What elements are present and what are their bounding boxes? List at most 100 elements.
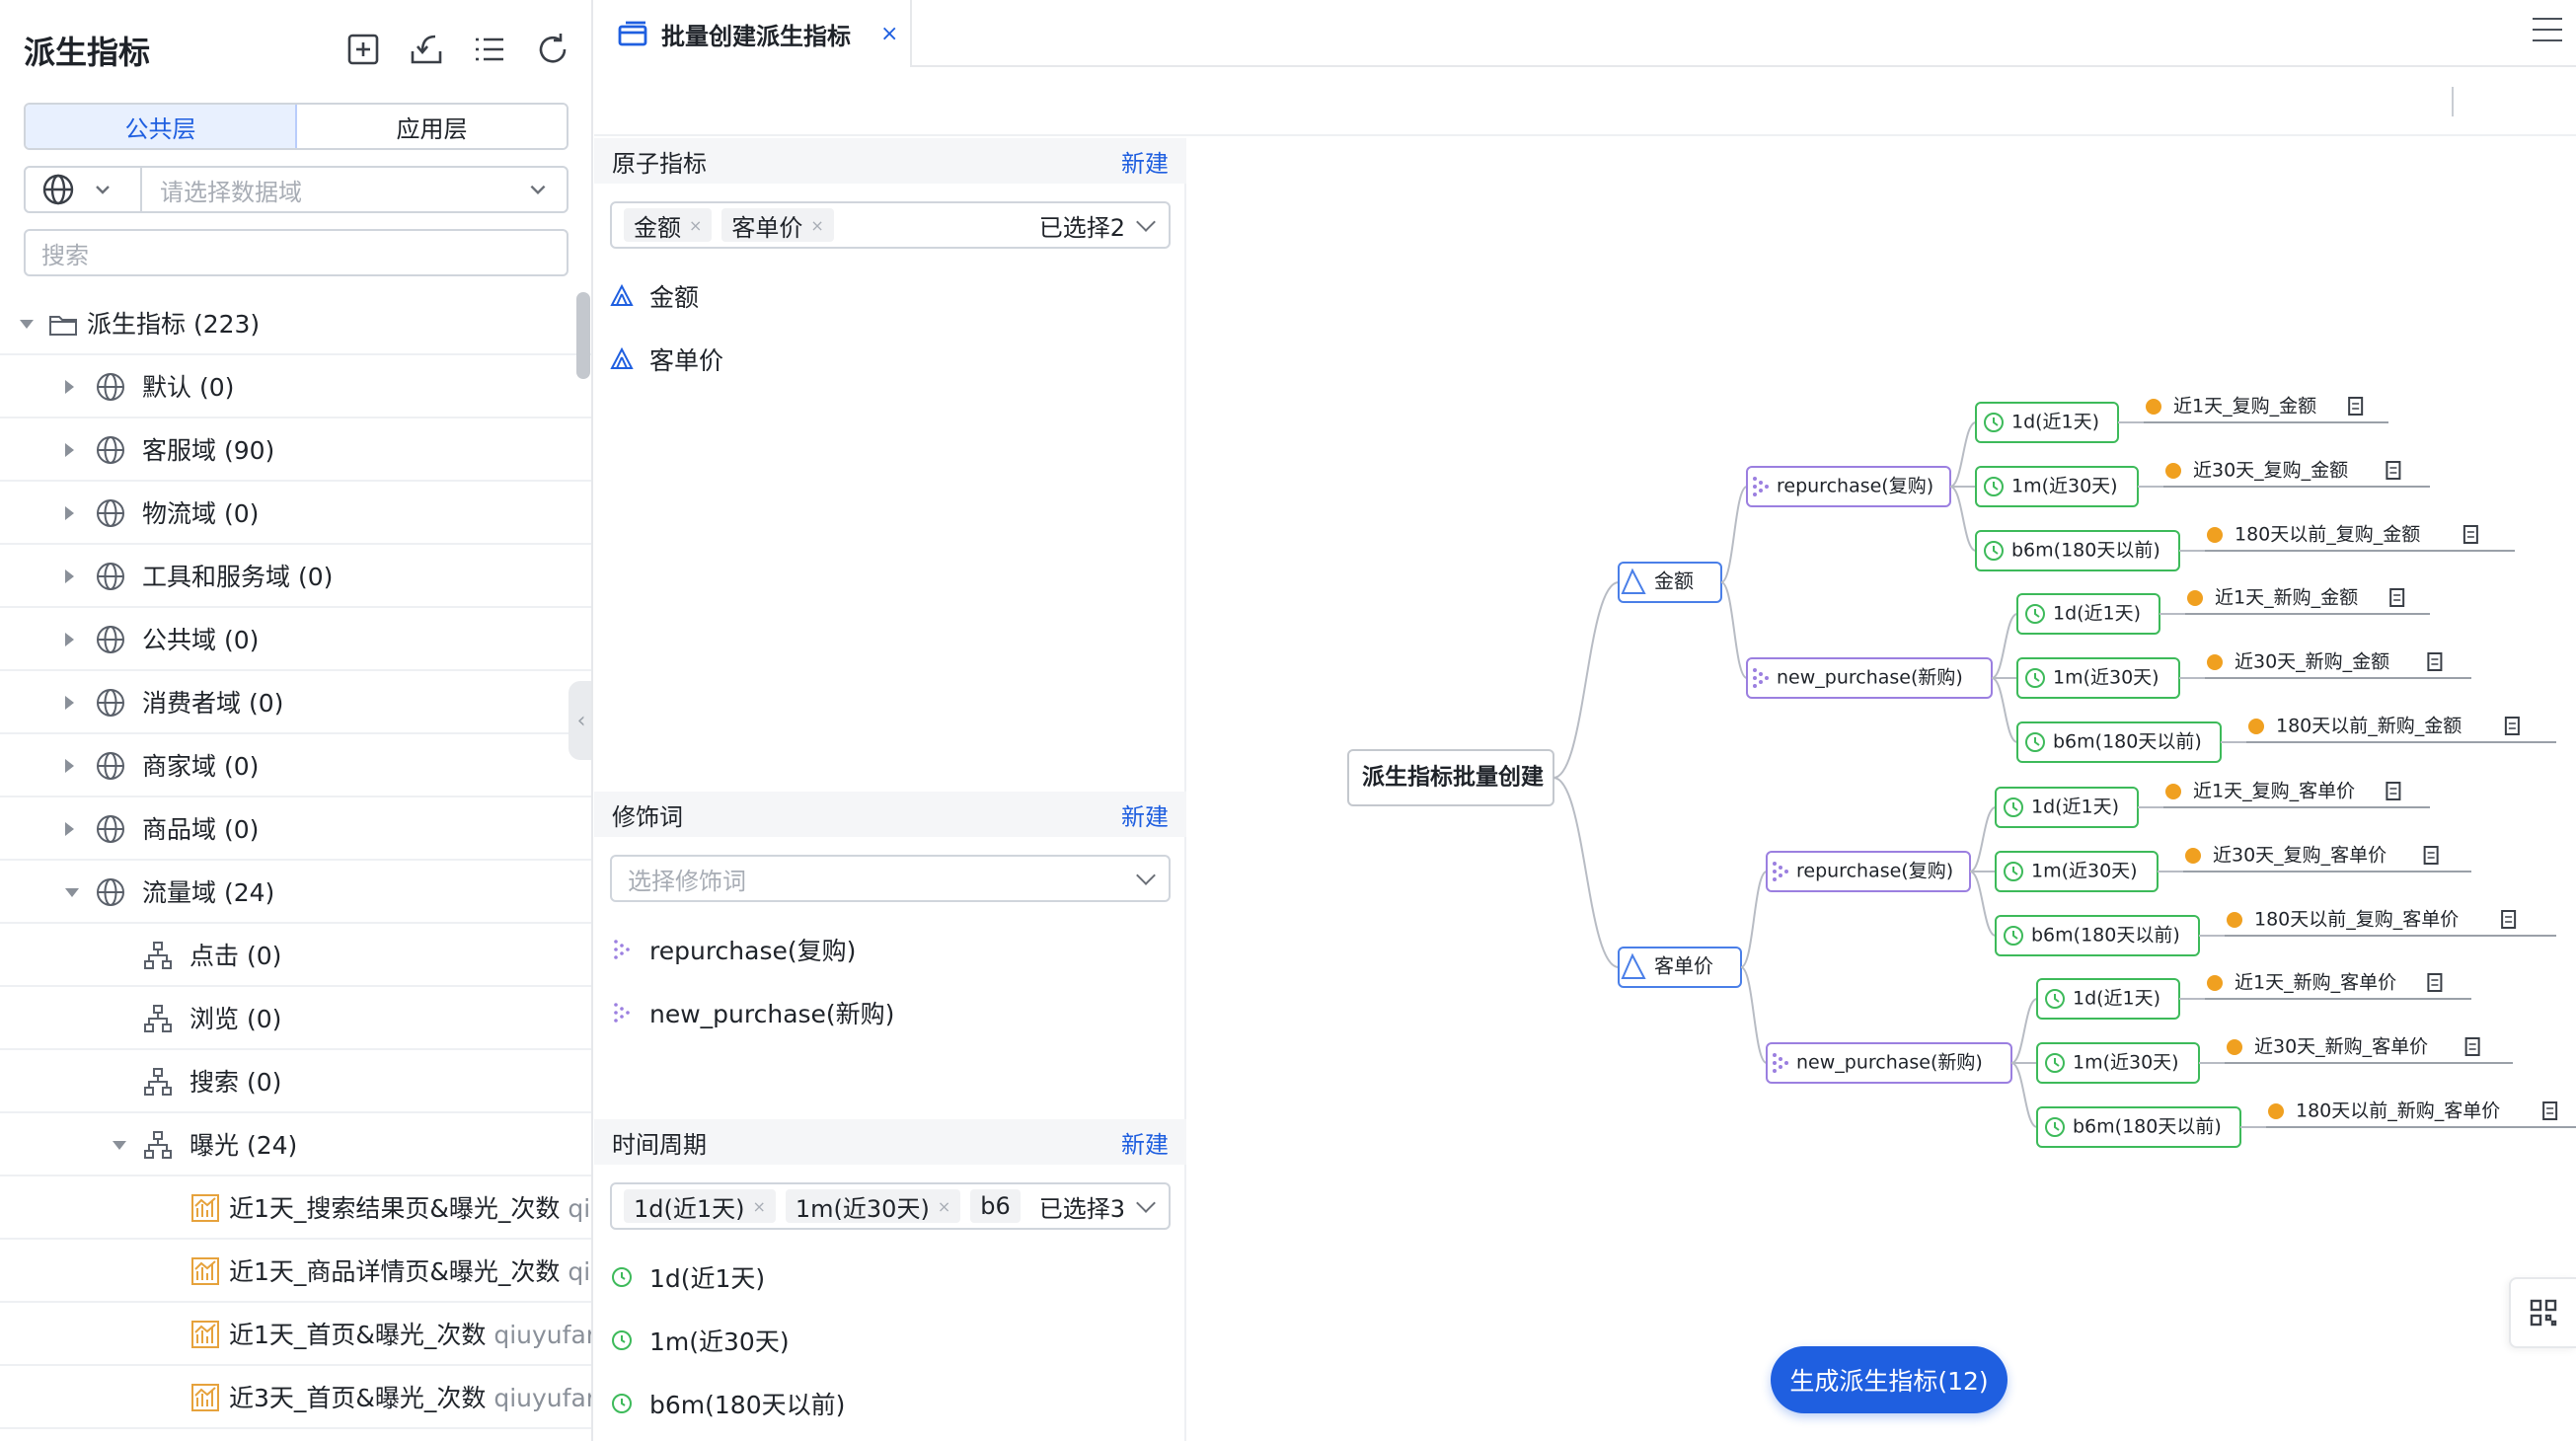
tree-item[interactable]: 默认 (0) (0, 355, 591, 418)
caret-down-icon[interactable] (65, 888, 79, 897)
modifier-option[interactable]: new_purchase(新购) (610, 993, 894, 1032)
tree-item-label: 默认 (0) (142, 373, 235, 402)
period-option[interactable]: 1m(近30天) (610, 1321, 790, 1360)
list-icon[interactable] (470, 30, 509, 69)
modifier-placeholder: 选择修饰词 (628, 867, 746, 895)
close-icon[interactable]: × (880, 21, 899, 46)
sidebar-scrollbar[interactable] (576, 292, 590, 379)
chip-remove-icon[interactable]: × (689, 215, 703, 235)
modifier-icon-dot (1765, 485, 1769, 489)
result-status-icon (2227, 1039, 2242, 1055)
qr-code-icon[interactable] (2509, 1277, 2576, 1348)
tree-item[interactable]: 近3天_首页&曝光_次数 qiuyufang (0, 1366, 591, 1429)
modifier-option[interactable]: repurchase(复购) (610, 930, 856, 969)
tree-item[interactable]: 公共域 (0) (0, 608, 591, 671)
caret-right-icon[interactable] (65, 696, 74, 710)
tree-item[interactable]: 工具和服务域 (0) (0, 545, 591, 608)
mindmap-connector (1969, 871, 1997, 937)
atomic-option[interactable]: 金额 (610, 276, 699, 316)
tab-application-layer[interactable]: 应用层 (297, 105, 567, 148)
caret-right-icon[interactable] (65, 443, 74, 457)
chip-remove-icon[interactable]: × (937, 1196, 951, 1216)
mindmap-result-label: 近30天_新购_客单价 (2254, 1036, 2428, 1058)
caret-right-icon[interactable] (65, 569, 74, 583)
hierarchy-icon (142, 1066, 174, 1098)
copy-icon[interactable] (2501, 910, 2517, 929)
period-multiselect[interactable]: 1d(近1天)× 1m(近30天)× b6 已选择3 (610, 1182, 1171, 1230)
copy-icon[interactable] (2386, 782, 2401, 800)
collapse-sidebar-handle[interactable]: ‹ (568, 681, 591, 760)
tree-item[interactable]: 搜索 (0) (0, 1050, 591, 1113)
copy-icon[interactable] (2504, 717, 2520, 735)
modifier-select[interactable]: 选择修饰词 (610, 855, 1171, 902)
copy-icon[interactable] (2427, 973, 2443, 992)
copy-icon[interactable] (2464, 1037, 2480, 1056)
tree-item-label: 工具和服务域 (0) (142, 563, 334, 591)
copy-icon[interactable] (2386, 461, 2401, 480)
period-chip: b6 (970, 1189, 1021, 1223)
atomic-option[interactable]: 客单价 (610, 340, 723, 379)
tree-item[interactable]: 派生指标 (223) (0, 292, 591, 355)
tab-batch-create[interactable]: 批量创建派生指标 × (594, 0, 912, 67)
tab-public-layer[interactable]: 公共层 (26, 105, 297, 148)
caret-right-icon[interactable] (65, 759, 74, 773)
mindmap: 派生指标批量创建金额repurchase(复购)1d(近1天)近1天_复购_金额… (1347, 396, 2576, 1148)
modifier-icon-dot (1779, 866, 1782, 870)
modifier-new-link[interactable]: 新建 (1121, 802, 1169, 831)
copy-icon[interactable] (2389, 588, 2405, 607)
tree-item[interactable]: 商家域 (0) (0, 734, 591, 797)
tree-item[interactable]: 物流域 (0) (0, 482, 591, 545)
import-icon[interactable] (407, 30, 446, 69)
period-section-header: 时间周期 新建 (594, 1119, 1186, 1165)
tree-item[interactable]: 近1天_商品详情页&曝光_次数 qiu (0, 1240, 591, 1303)
mindmap-result-label: 180天以前_复购_金额 (2235, 524, 2420, 546)
metric-tree: 派生指标 (223) 默认 (0) 客服域 (90)物流域 (0) 工具和服务域 (0… (0, 292, 591, 1429)
mindmap-period-label: b6m(180天以前) (2053, 731, 2202, 753)
domain-select[interactable]: 请选择数据域 (24, 166, 568, 213)
period-option[interactable]: b6m(180天以前) (610, 1384, 845, 1423)
menu-icon[interactable] (2533, 18, 2562, 45)
copy-icon[interactable] (2423, 846, 2439, 865)
tree-item[interactable]: 曝光 (24) (0, 1113, 591, 1176)
caret-down-icon[interactable] (20, 320, 34, 329)
caret-right-icon[interactable] (65, 822, 74, 836)
period-option[interactable]: 1d(近1天) (610, 1257, 765, 1297)
caret-right-icon[interactable] (65, 633, 74, 646)
generate-button[interactable]: 生成派生指标(12) (1771, 1346, 2008, 1413)
copy-icon[interactable] (2542, 1101, 2558, 1120)
tree-item[interactable]: 近1天_首页&曝光_次数 qiuyufang (0, 1303, 591, 1366)
copy-icon[interactable] (2462, 525, 2478, 544)
caret-right-icon[interactable] (65, 380, 74, 394)
clock-hand (2054, 994, 2060, 1003)
clock-icon (1984, 541, 2004, 561)
chevron-down-icon (1136, 1193, 1156, 1213)
search-input[interactable]: 搜索 (24, 229, 568, 276)
tree-item[interactable]: 流量域 (24) (0, 861, 591, 924)
atomic-multiselect[interactable]: 金额× 客单价× 已选择2 (610, 201, 1171, 249)
copy-icon[interactable] (2427, 652, 2443, 671)
clock-icon (2045, 1053, 2065, 1073)
tree-item[interactable]: 浏览 (0) (0, 987, 591, 1050)
tree-item-label: 近3天_首页&曝光_次数 qiuyufang (229, 1379, 591, 1414)
tree-item[interactable]: 点击 (0) (0, 924, 591, 987)
chip-remove-icon[interactable]: × (752, 1196, 766, 1216)
chip-remove-icon[interactable]: × (810, 215, 824, 235)
result-status-icon (2165, 784, 2181, 799)
clock-hand (2012, 867, 2018, 875)
tree-item[interactable]: 商品域 (0) (0, 797, 591, 861)
tree-item[interactable]: 客服域 (90) (0, 418, 591, 482)
add-icon[interactable] (343, 30, 383, 69)
atomic-new-link[interactable]: 新建 (1121, 149, 1169, 178)
caret-down-icon[interactable] (113, 1141, 126, 1150)
caret-right-icon[interactable] (65, 506, 74, 520)
tree-item[interactable]: 消费者域 (0) (0, 671, 591, 734)
mindmap-period-label: b6m(180天以前) (2031, 925, 2180, 947)
copy-icon[interactable] (2348, 397, 2364, 416)
domain-scope-select[interactable] (26, 168, 142, 211)
refresh-icon[interactable] (533, 30, 572, 69)
modifier-icon-dot (1773, 1053, 1777, 1057)
modifier-icon-dot (1759, 489, 1763, 493)
tree-item[interactable]: 近1天_搜索结果页&曝光_次数 qiu (0, 1176, 591, 1240)
period-new-link[interactable]: 新建 (1121, 1130, 1169, 1159)
